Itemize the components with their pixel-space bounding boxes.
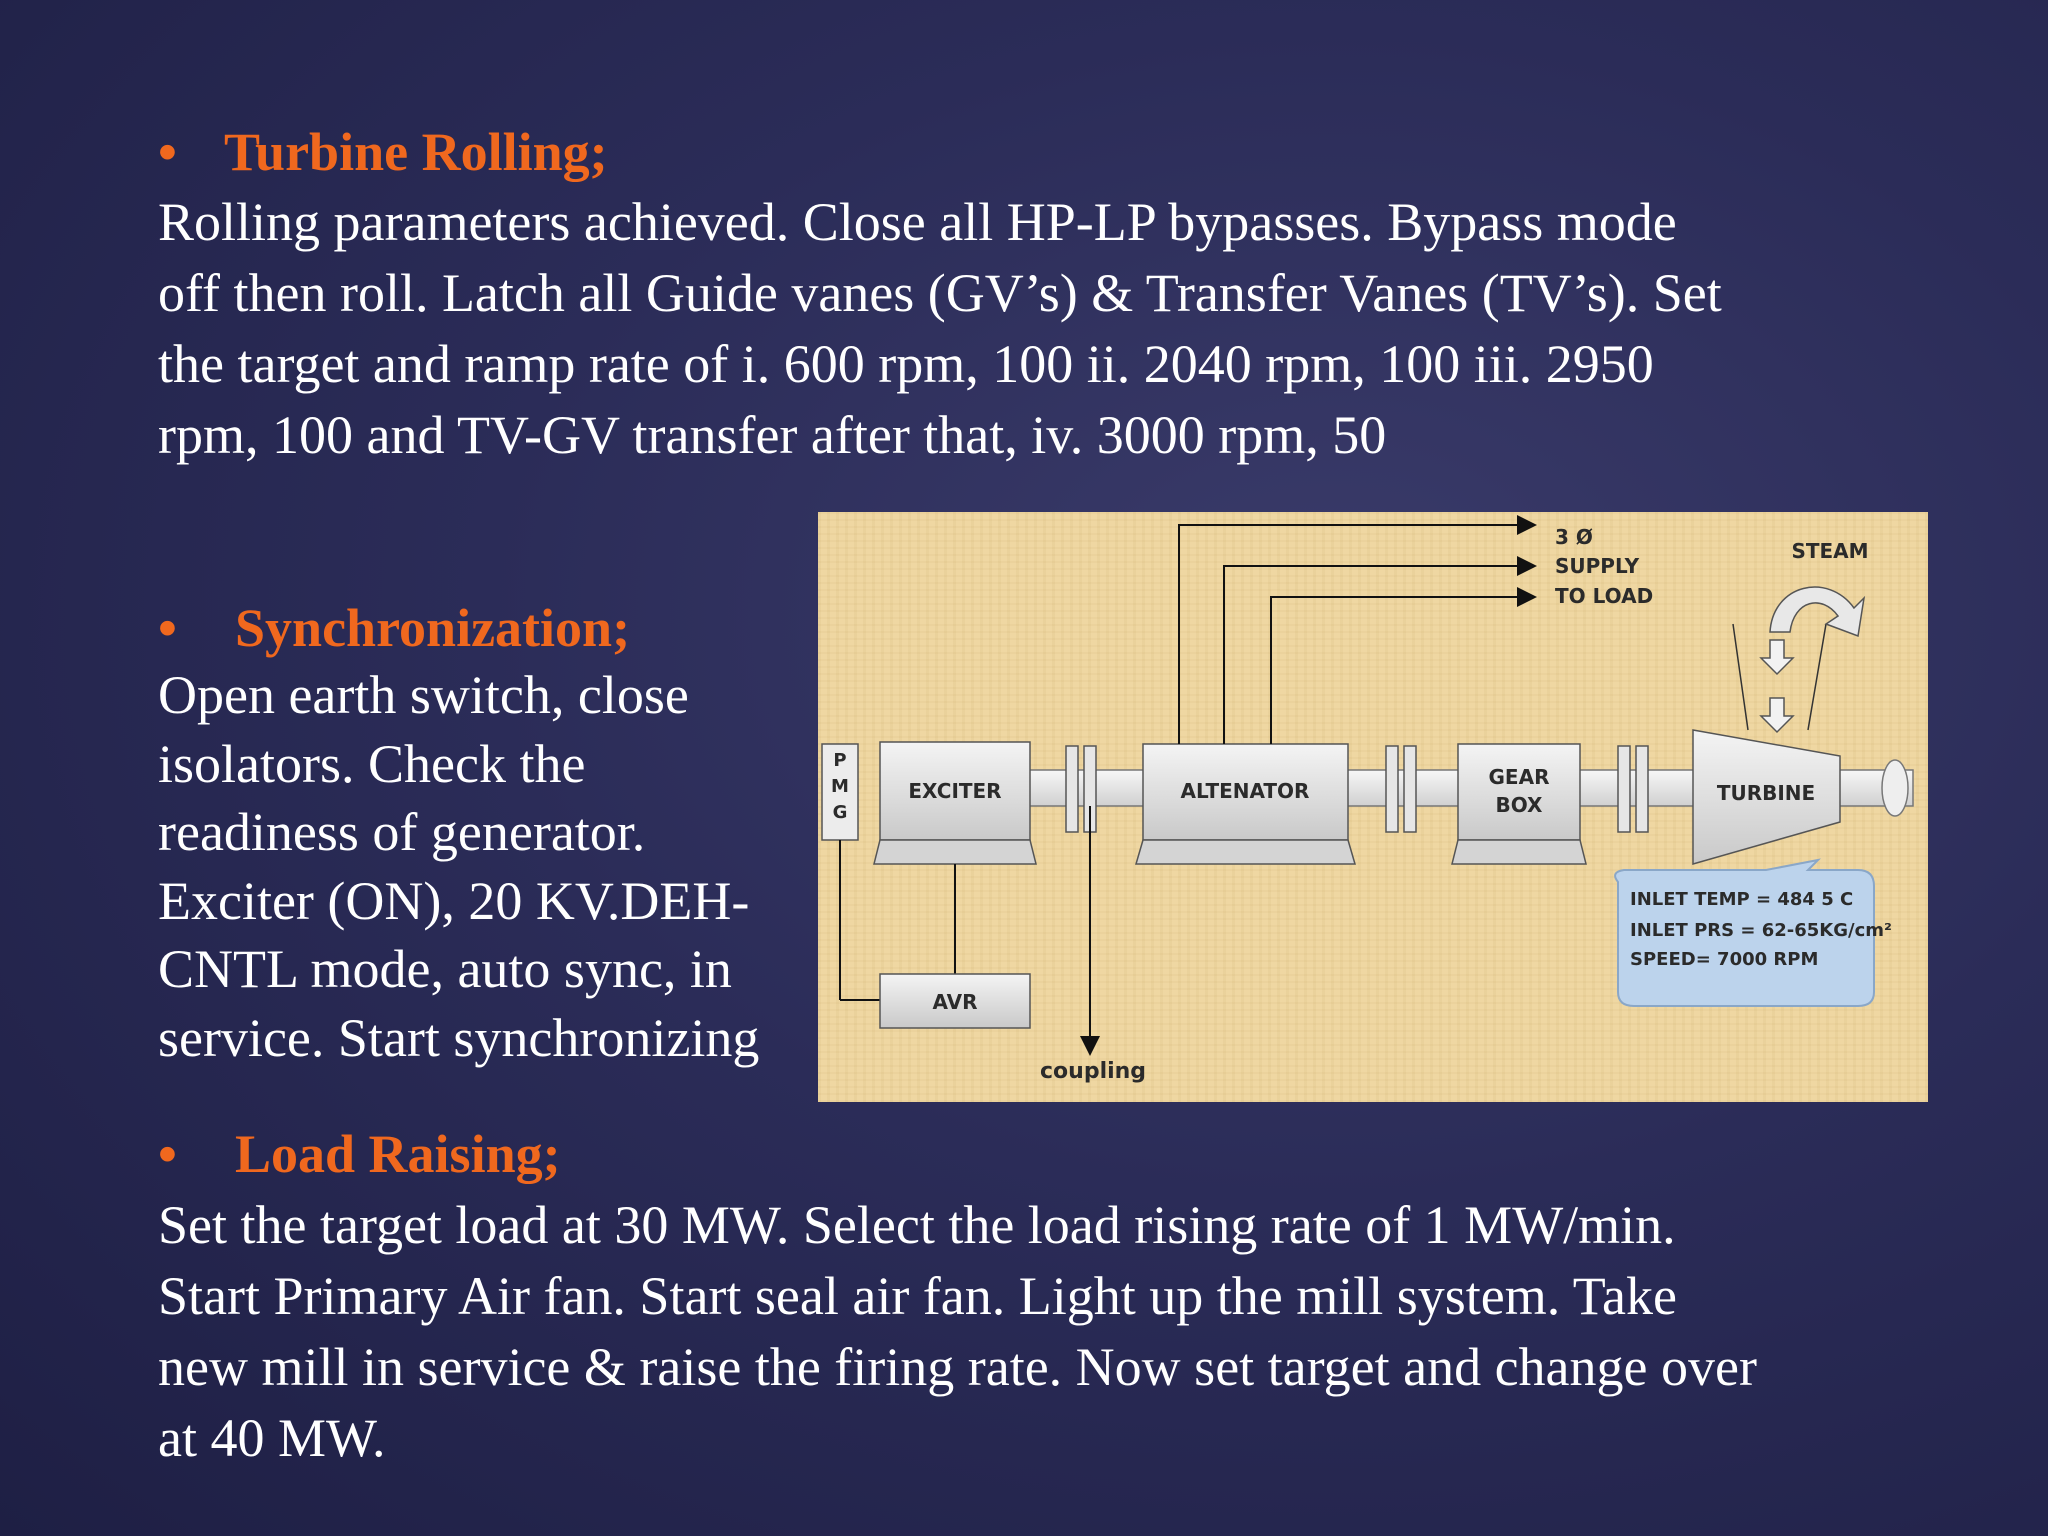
bullet-icon: • <box>158 598 177 658</box>
gearbox-label-line2: BOX <box>1496 793 1544 817</box>
down-arrow-icon <box>1759 639 1795 676</box>
spec-speed: SPEED= 7000 RPM <box>1630 949 1818 970</box>
gearbox-block: GEAR BOX <box>1451 743 1587 865</box>
steam-label: STEAM <box>1791 539 1868 563</box>
section-title: Load Raising; <box>235 1124 561 1184</box>
specs-callout: INLET TEMP = 484 5 C INLET PRS = 62-65KG… <box>1614 858 1892 1007</box>
bullet-icon: • <box>158 1124 177 1184</box>
heading-turbine-rolling: • Turbine Rolling; <box>158 122 608 182</box>
coupling-pointer: coupling <box>1040 806 1146 1084</box>
turbine-generator-diagram: P M G EXCITER ALTENATOR <box>818 512 1928 1102</box>
exciter-label: EXCITER <box>908 779 1001 803</box>
heading-load-raising: • Load Raising; <box>158 1124 561 1184</box>
pmg-letter: P <box>833 750 846 771</box>
spec-inlet-temp: INLET TEMP = 484 5 C <box>1630 889 1853 910</box>
section-title: Turbine Rolling; <box>224 122 608 182</box>
gearbox-label-line1: GEAR <box>1489 765 1550 789</box>
turbine-block: TURBINE <box>1692 729 1841 865</box>
spec-inlet-pressure: INLET PRS = 62-65KG/cm² <box>1630 920 1892 941</box>
turbine-label: TURBINE <box>1717 781 1815 805</box>
pmg-letter: G <box>833 802 848 823</box>
coupling-label: coupling <box>1040 1059 1146 1084</box>
alternator-block: ALTENATOR <box>1135 743 1356 865</box>
avr-label: AVR <box>933 990 978 1014</box>
coupling-2 <box>1385 745 1417 833</box>
down-arrow-icon <box>1759 697 1795 734</box>
shaft-end <box>1881 759 1909 817</box>
pmg-letter: M <box>831 776 849 797</box>
supply-label-line2: SUPPLY <box>1555 554 1640 578</box>
synchronization-text: Open earth switch, close isolators. Chec… <box>158 665 760 1068</box>
supply-label-line3: TO LOAD <box>1555 584 1653 608</box>
alternator-label: ALTENATOR <box>1181 779 1310 803</box>
heading-synchronization: • Synchronization; <box>158 598 630 658</box>
avr-block: AVR <box>839 840 1031 1029</box>
coupling-3 <box>1617 745 1649 833</box>
bullet-icon: • <box>158 122 177 182</box>
diagram-svg: P M G EXCITER ALTENATOR <box>821 515 1914 1084</box>
supply-lines: 3 Ø SUPPLY TO LOAD <box>1178 515 1653 744</box>
pmg-block: P M G <box>821 743 859 841</box>
exciter-block: EXCITER <box>873 741 1037 865</box>
turbine-rolling-text: Rolling parameters achieved. Close all H… <box>158 192 1722 465</box>
supply-label-line1: 3 Ø <box>1555 525 1593 549</box>
section-title: Synchronization; <box>235 598 631 658</box>
load-raising-text: Set the target load at 30 MW. Select the… <box>158 1195 1757 1468</box>
steam-curved-arrow-icon <box>1769 586 1866 638</box>
steam-inlet: STEAM <box>1732 539 1869 734</box>
coupling-1 <box>1065 745 1097 833</box>
